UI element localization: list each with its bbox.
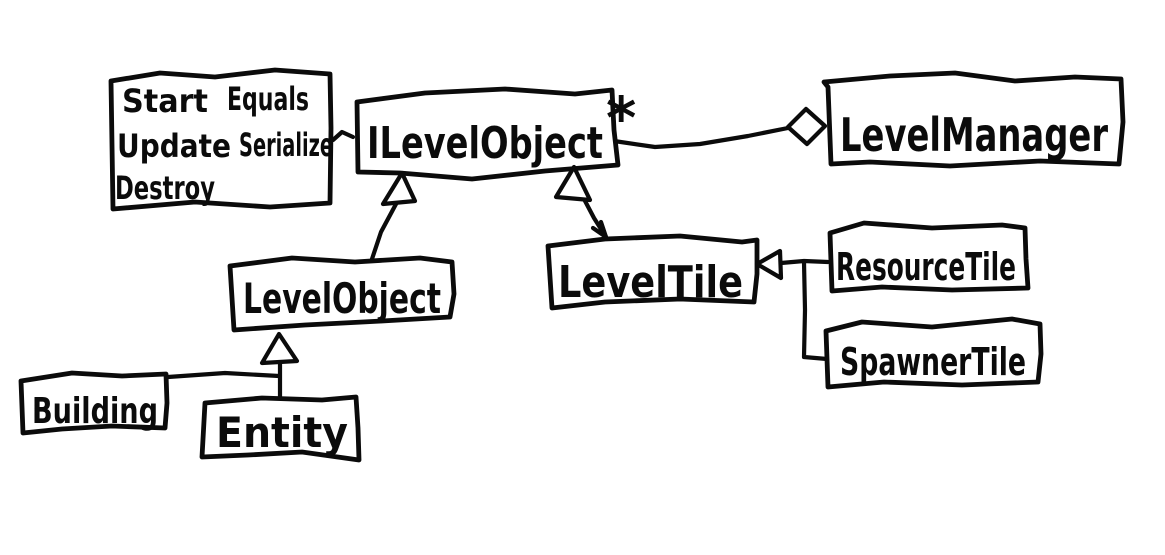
- edge-levelobject-realizes-shaft: [368, 201, 399, 265]
- note-box: [108, 67, 334, 212]
- node-box-spawnertile: [823, 316, 1044, 390]
- node-box-building: [18, 370, 170, 436]
- node-label-entity: Entity: [216, 408, 348, 457]
- node-label-levelmanager: LevelManager: [840, 108, 1108, 162]
- note-word-update: Update: [117, 127, 231, 165]
- inheritance-triangle-leveltile-icon: [553, 164, 593, 203]
- edge-aggregation-line: [611, 125, 791, 150]
- node-box-levelmanager: [821, 70, 1126, 169]
- node-box-entity: [199, 394, 362, 463]
- node-box-ilevelobject: [354, 86, 621, 182]
- node-box-levelobject: [227, 255, 457, 333]
- edge-note-attachment: [330, 129, 356, 143]
- inheritance-triangle-levelobject-icon: [380, 170, 418, 207]
- inheritance-triangle-entity-icon: [259, 331, 300, 366]
- edge-building-line: [165, 370, 282, 380]
- note-word-serialize: Serialize: [239, 126, 333, 164]
- edge-spawnertile-line: [801, 259, 830, 362]
- inheritance-triangle-tiles-icon: [754, 248, 784, 281]
- node-label-levelobject: LevelObject: [243, 274, 441, 323]
- node-box-leveltile: [545, 233, 760, 311]
- node-box-resourcetile: [827, 220, 1031, 294]
- node-label-building: Building: [32, 391, 158, 432]
- node-label-spawnertile: SpawnerTile: [840, 340, 1026, 384]
- aggregation-diamond-icon: [785, 106, 828, 147]
- node-label-leveltile: LevelTile: [558, 257, 743, 308]
- node-label-resourcetile: ResourceTile: [836, 245, 1016, 289]
- node-label-ilevelobject: ILevelObject: [367, 118, 603, 169]
- note-word-destroy: Destroy: [115, 169, 215, 207]
- note-word-equals: Equals: [227, 80, 309, 118]
- multiplicity-star: *: [606, 84, 636, 152]
- note-word-start: Start: [122, 82, 208, 120]
